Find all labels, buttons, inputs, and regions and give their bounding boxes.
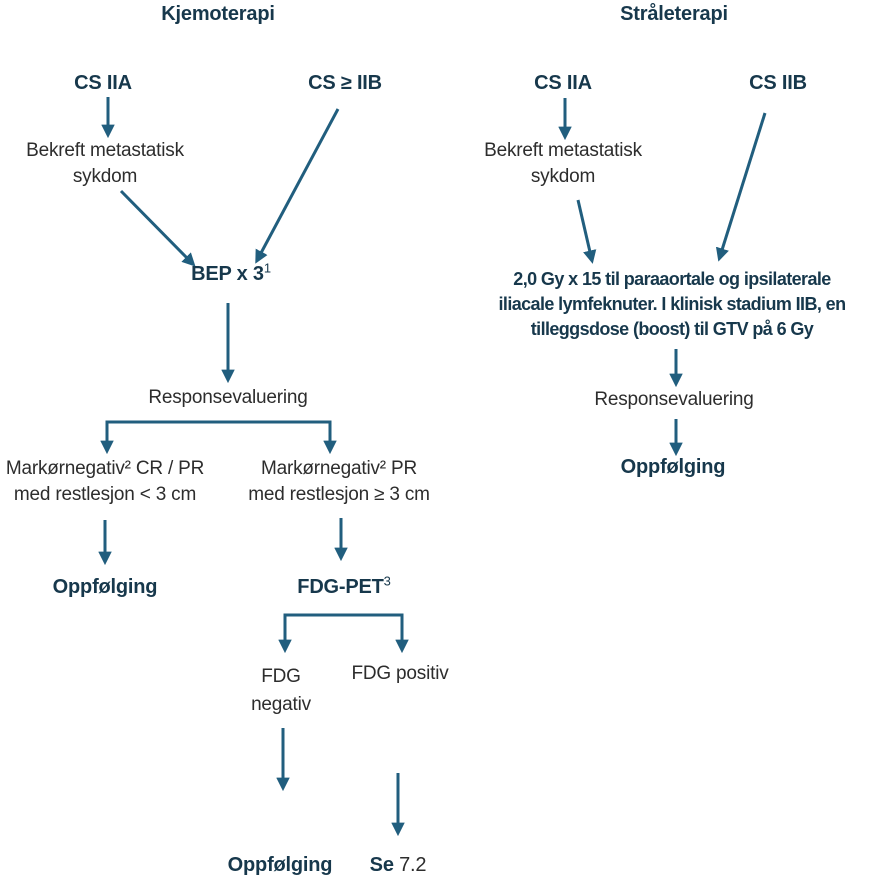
radio-followup: Oppfølging: [620, 456, 726, 478]
chemo-column-title: Kjemoterapi: [161, 3, 275, 25]
branch-fdgpet-split: [278, 613, 409, 654]
radio-confirm-line2: sykdom: [530, 166, 596, 187]
chemo-followup-left: Oppfølging: [52, 576, 158, 598]
fdg-negative-result: FDG negativ: [251, 663, 311, 719]
branch-response-split: [100, 420, 337, 455]
chemo-stage-cs-iia: CS IIA: [74, 72, 132, 94]
chemo-stage-cs-gte-iib: CS ≥ IIB: [308, 72, 382, 94]
marker-negative-pr: Markørnegativ² PR med restlesjon ≥ 3 cm: [248, 456, 430, 508]
arrow-radio-csiib-to-dose: [715, 112, 767, 262]
fdg-pet-footnote: 3: [383, 573, 391, 589]
see-reference: Se 7.2: [370, 854, 427, 876]
bep-footnote: 1: [263, 260, 271, 276]
marker-negative-cr-pr: Markørnegativ² CR / PR med restlesjon < …: [5, 456, 205, 508]
fdg-pet-step: FDG-PET3: [297, 573, 391, 598]
marker-negative-pr-line2: med restlesjon ≥ 3 cm: [248, 484, 430, 505]
see-section-number: 7.2: [399, 854, 427, 876]
radio-response-evaluation: Responsevaluering: [594, 389, 754, 410]
dose-line2: iliacale lymfeknuter. I klinisk stadium …: [498, 294, 847, 314]
arrow-chemo-confirm-to-bep: [119, 189, 196, 267]
arrow-chemo-csiib-to-bep: [255, 108, 340, 264]
chemo-followup-bottom: Oppfølging: [227, 854, 333, 876]
radio-confirm-metastatic: Bekreft metastatisk sykdom: [484, 138, 642, 190]
bep-treatment: BEP x 31: [191, 260, 271, 285]
fdg-pet-label: FDG-PET: [297, 576, 384, 598]
marker-negative-pr-line1: Markørnegativ² PR: [260, 458, 418, 479]
radio-column-title: Stråleterapi: [620, 3, 728, 25]
confirm-line1: Bekreft metastatisk: [26, 140, 184, 161]
fdg-positive-result: FDG positiv: [351, 663, 449, 684]
chemo-response-evaluation: Responsevaluering: [148, 387, 308, 408]
fdg-negative-line2: negativ: [251, 694, 311, 715]
radio-stage-cs-iia: CS IIA: [534, 72, 592, 94]
marker-negative-cr-pr-line1: Markørnegativ² CR / PR: [5, 458, 205, 479]
bep-label: BEP x 3: [191, 263, 264, 285]
radio-stage-cs-iib: CS IIB: [749, 72, 807, 94]
dose-line1: 2,0 Gy x 15 til paraaortale og ipsilater…: [513, 269, 831, 289]
radiotherapy-dose-plan: 2,0 Gy x 15 til paraaortale og ipsilater…: [498, 267, 847, 342]
see-label: Se: [369, 854, 394, 876]
chemo-confirm-metastatic: Bekreft metastatisk sykdom: [26, 138, 184, 190]
radio-confirm-line1: Bekreft metastatisk: [484, 140, 642, 161]
dose-line3: tilleggsdose (boost) til GTV på 6 Gy: [530, 319, 814, 339]
arrow-radio-confirm-to-dose: [576, 199, 597, 264]
marker-negative-cr-pr-line2: med restlesjon < 3 cm: [13, 484, 197, 505]
fdg-negative-line1: FDG: [261, 666, 301, 687]
confirm-line2: sykdom: [72, 166, 138, 187]
